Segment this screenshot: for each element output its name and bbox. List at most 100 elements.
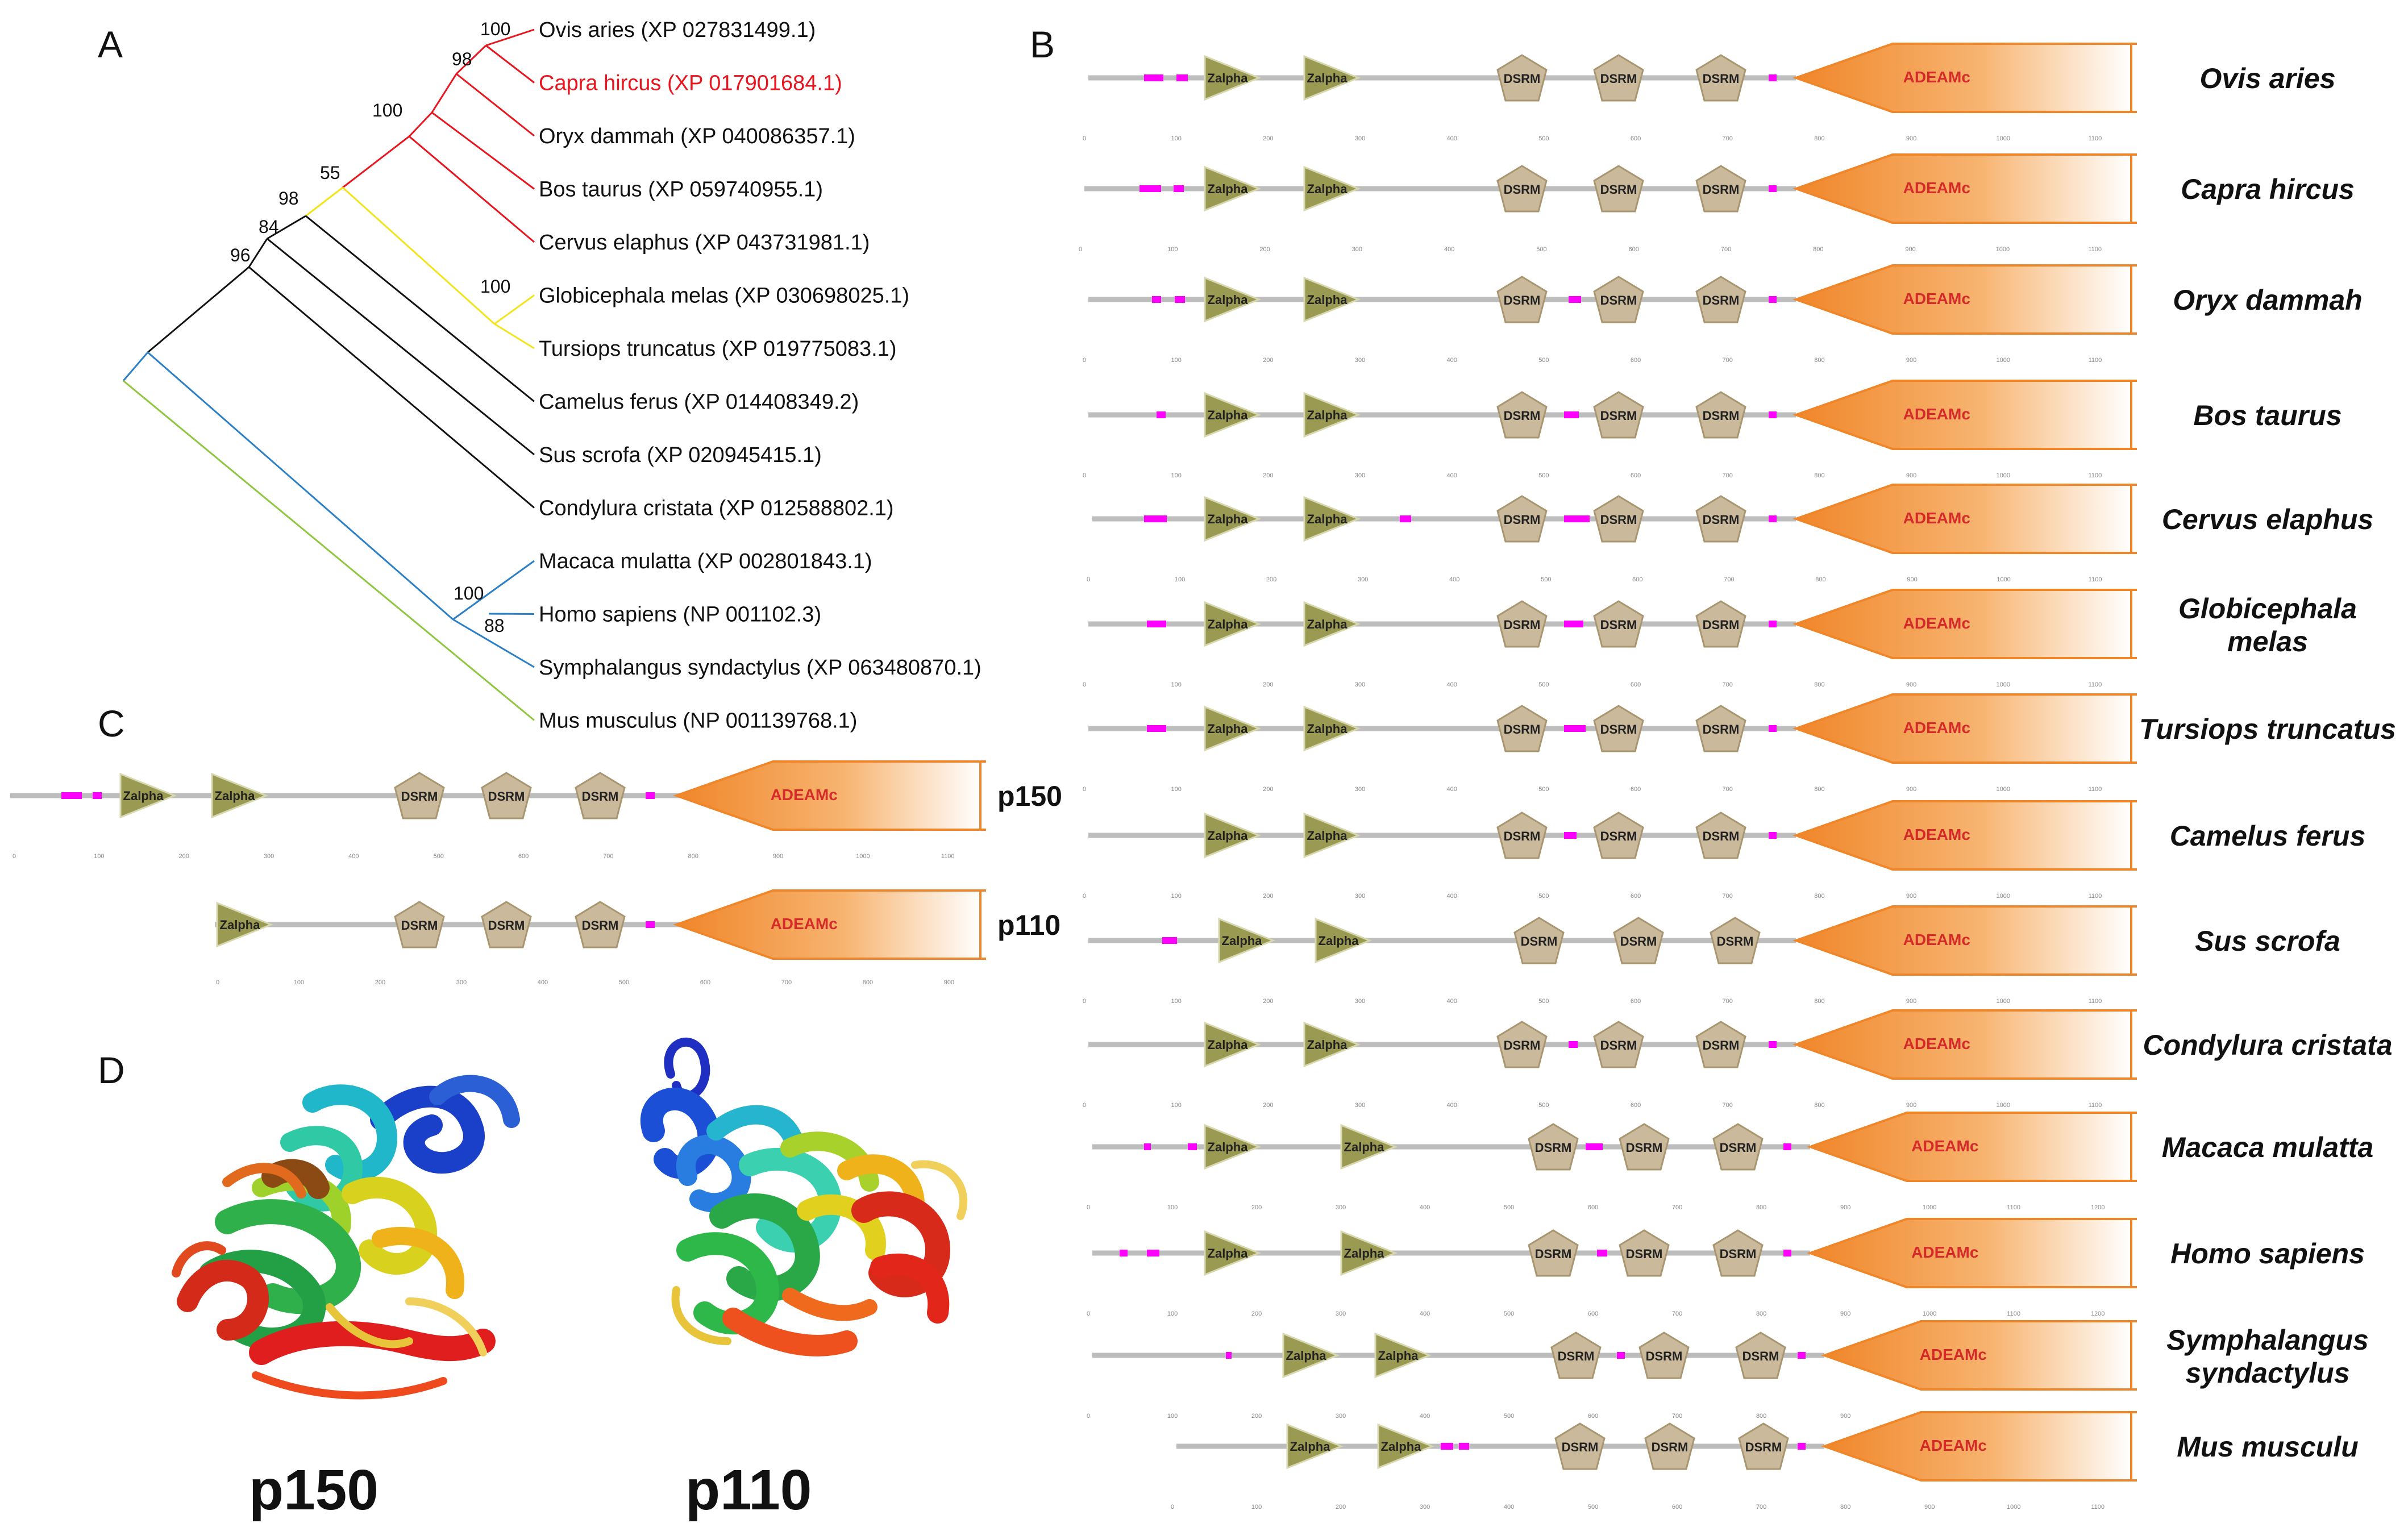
dsrm-domain xyxy=(1619,1123,1670,1171)
axis-tick-label: 900 xyxy=(1906,357,1916,364)
axis-tick-label: 900 xyxy=(1924,1504,1935,1510)
dsrm-label: DSRM xyxy=(1703,829,1740,843)
adeamc-label: ADEAMc xyxy=(1903,179,1970,197)
axis-tick-label: 900 xyxy=(944,979,954,986)
zalpha-label: Zalpha xyxy=(1307,829,1348,843)
taxon-label: Homo sapiens (NP 001102.3) xyxy=(539,603,821,627)
zalpha-domain xyxy=(1286,1423,1344,1470)
axis-tick-label: 500 xyxy=(1538,357,1549,364)
axis-tick-label: 1100 xyxy=(2089,681,2102,688)
adeamc-domain xyxy=(1792,484,2132,554)
zalpha-label: Zalpha xyxy=(220,918,261,932)
dsrm-label: DSRM xyxy=(1703,182,1740,197)
axis-tick-label: 100 xyxy=(1171,135,1181,142)
dsrm-label: DSRM xyxy=(1504,829,1541,843)
zalpha-label: Zalpha xyxy=(1307,617,1348,631)
adeamc-domain xyxy=(1792,380,2132,450)
dsrm-domain xyxy=(1593,276,1644,323)
zalpha-label: Zalpha xyxy=(1344,1246,1385,1260)
axis-tick-label: 1000 xyxy=(1923,1204,1936,1211)
axis-tick-label: 1000 xyxy=(1923,1413,1936,1420)
dsrm-domain xyxy=(394,772,445,819)
axis-tick-label: 200 xyxy=(1263,472,1273,479)
axis-tick-label: 1000 xyxy=(1996,246,2010,253)
dsrm-label: DSRM xyxy=(401,918,438,933)
dsrm-label: DSRM xyxy=(1600,513,1637,527)
taxon-label: Ovis aries (XP 027831499.1) xyxy=(539,18,816,42)
zalpha-label: Zalpha xyxy=(1208,722,1249,736)
zalpha-label: Zalpha xyxy=(1344,1140,1385,1154)
species-name: Condylura cristata xyxy=(2143,1029,2392,1061)
axis-tick-label: 600 xyxy=(1629,246,1639,253)
species-name: melas xyxy=(2227,626,2308,658)
axis-tick-label: 900 xyxy=(1906,472,1916,479)
axis-tick-label: 1000 xyxy=(1996,472,2010,479)
tree-branch-camelus xyxy=(305,215,535,402)
zalpha-domain xyxy=(1204,1021,1262,1068)
zalpha-domain xyxy=(211,772,269,819)
linker-motif xyxy=(1147,621,1166,627)
linker-motif xyxy=(1564,725,1586,732)
dsrm-domain xyxy=(1496,391,1548,439)
axis-tick-label: 400 xyxy=(1447,893,1457,900)
axis-tick-label: 0 xyxy=(1083,998,1086,1005)
axis-tick-label: 400 xyxy=(1420,1204,1430,1211)
axis-tick-label: 600 xyxy=(1631,472,1641,479)
axis-tick-label: 1000 xyxy=(1996,998,2010,1005)
dsrm-label: DSRM xyxy=(1742,1349,1779,1363)
axis-tick-label: 500 xyxy=(1504,1204,1514,1211)
axis-tick-label: 100 xyxy=(1171,472,1181,479)
adeamc-domain xyxy=(1792,589,2132,659)
linker-motif xyxy=(1139,185,1161,192)
adeamc-domain xyxy=(1792,264,2132,335)
bootstrap-value: 100 xyxy=(372,100,402,120)
adeamc-label: ADEAMc xyxy=(1903,826,1970,843)
axis-tick-label: 500 xyxy=(1538,893,1549,900)
axis-tick-label: 1100 xyxy=(2089,998,2102,1005)
dsrm-domain xyxy=(1496,600,1548,648)
axis-tick-label: 900 xyxy=(1906,681,1916,688)
axis-tick-label: 700 xyxy=(1672,1413,1682,1420)
axis-tick-label: 1100 xyxy=(2007,1413,2020,1420)
zalpha-domain xyxy=(1377,1423,1435,1470)
axis-tick-label: 800 xyxy=(1814,472,1824,479)
zalpha-label: Zalpha xyxy=(1307,293,1348,307)
axis-tick-label: 100 xyxy=(1167,1204,1178,1211)
zalpha-domain xyxy=(1282,1332,1340,1379)
zalpha-domain xyxy=(1204,1123,1262,1170)
linker-motif xyxy=(1769,74,1777,81)
axis-tick-label: 0 xyxy=(216,979,219,986)
linker-motif xyxy=(1188,1143,1197,1150)
axis-tick-label: 200 xyxy=(1263,1102,1273,1109)
dsrm-domain xyxy=(1496,276,1548,323)
tree-branch xyxy=(342,135,410,189)
bootstrap-value: 98 xyxy=(278,188,299,209)
zalpha-domain xyxy=(1204,392,1262,438)
axis-tick-label: 600 xyxy=(1631,998,1641,1005)
axis-tick-label: 100 xyxy=(1167,1310,1178,1317)
zalpha-label: Zalpha xyxy=(1208,1038,1249,1052)
zalpha-domain xyxy=(1218,917,1276,964)
zalpha-label: Zalpha xyxy=(1307,1038,1348,1052)
axis-tick-label: 1000 xyxy=(1996,135,2010,142)
dsrm-label: DSRM xyxy=(1652,1440,1688,1454)
adeamc-label: ADEAMc xyxy=(771,786,838,804)
tree-branch-condylura xyxy=(248,266,535,509)
axis-tick-label: 600 xyxy=(1632,576,1642,583)
axis-tick-label: 300 xyxy=(1355,135,1365,142)
linker-motif xyxy=(1157,411,1166,418)
axis-tick-label: 700 xyxy=(781,979,792,986)
adeamc-domain xyxy=(1792,153,2132,224)
axis-tick-label: 800 xyxy=(1814,357,1824,364)
axis-tick-label: 0 xyxy=(1083,681,1086,688)
adeamc-label: ADEAMc xyxy=(1903,931,1970,948)
zalpha-label: Zalpha xyxy=(1208,1246,1249,1260)
axis-tick-label: 600 xyxy=(1588,1413,1598,1420)
axis-tick-label: 200 xyxy=(1263,893,1273,900)
zalpha-label: Zalpha xyxy=(1307,408,1348,422)
dsrm-domain xyxy=(1619,1229,1670,1277)
axis-tick-label: 600 xyxy=(1631,135,1641,142)
axis-tick-label: 200 xyxy=(1263,135,1273,142)
zalpha-domain xyxy=(1204,276,1262,323)
dsrm-domain xyxy=(1593,391,1644,439)
